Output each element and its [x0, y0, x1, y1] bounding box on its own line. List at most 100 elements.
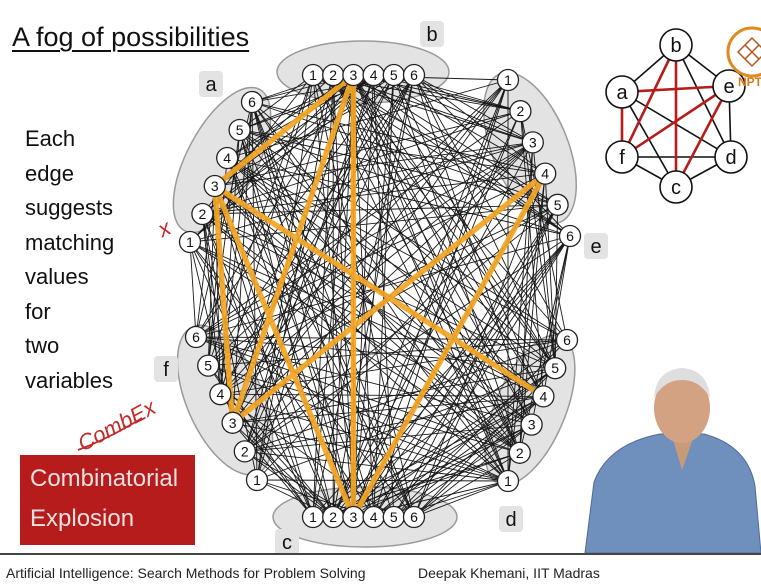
value-node-e-6 — [558, 224, 582, 248]
edge-e1-f5 — [207, 79, 509, 366]
solution-edge-b3-f3 — [229, 72, 357, 426]
edge-f3-d1 — [232, 422, 509, 482]
desc-word: values — [25, 264, 89, 289]
edge-c1-f3 — [232, 422, 314, 518]
edge-b3-d5 — [353, 74, 556, 369]
solution-edge-e4-f3 — [229, 170, 548, 426]
variable-label-box — [584, 233, 608, 259]
edge-b6-f5 — [207, 74, 415, 366]
edge-f5-d2 — [208, 365, 520, 454]
solution-edge-a3-d4 — [212, 183, 547, 400]
edge-e3-f6 — [195, 142, 534, 338]
box-line-2: Explosion — [30, 505, 135, 532]
value-node-label: 1 — [309, 67, 317, 83]
value-node-f-2 — [233, 440, 256, 463]
value-node-d-4 — [532, 385, 555, 408]
variable-label-a: a — [205, 74, 217, 96]
edge-d4-c4 — [373, 396, 544, 518]
edge-d4-c2 — [332, 396, 544, 518]
handwritten-underline — [77, 417, 143, 451]
value-node-label: 6 — [192, 329, 200, 345]
desc-word: two — [25, 333, 60, 358]
mini-edge-b-d — [675, 44, 732, 158]
edge-b6-d6 — [413, 74, 568, 341]
value-node-b-6 — [402, 63, 426, 87]
edge-b5-f4 — [220, 74, 395, 395]
edge-a5-c6 — [239, 129, 415, 518]
value-node-label: 1 — [504, 72, 512, 88]
value-node-label: 4 — [540, 388, 548, 404]
edge-f1-a2 — [201, 213, 258, 481]
mini-node-label: b — [670, 35, 681, 57]
value-node-f-4 — [209, 383, 232, 406]
edge-d3-c5 — [393, 424, 532, 518]
edge-f4-d1 — [220, 393, 509, 482]
value-node-label: 6 — [410, 509, 418, 525]
value-node-label: 4 — [370, 67, 378, 83]
slide-title: A fog of possibilities — [12, 22, 250, 52]
value-node-d-3 — [520, 413, 543, 436]
edge-a4-e6 — [227, 157, 571, 237]
edge-b6-f3 — [232, 74, 415, 424]
value-node-label: 5 — [204, 358, 212, 374]
edge-b3-d4 — [353, 74, 544, 397]
presenter-neck — [672, 436, 694, 470]
mini-node-label: a — [616, 82, 628, 104]
value-node-label: 2 — [329, 67, 337, 83]
mini-node-label: f — [619, 147, 625, 169]
value-node-label: 5 — [554, 197, 562, 213]
value-node-f-6 — [184, 325, 208, 349]
value-node-a-4 — [216, 146, 239, 170]
edge-f1-d1 — [256, 479, 509, 482]
edge-e1-c2 — [332, 79, 509, 518]
mini-node-f — [605, 140, 639, 174]
value-node-label: 2 — [199, 206, 207, 222]
edge-f2-d3 — [244, 424, 532, 452]
edge-e2-c3 — [352, 111, 521, 518]
edge-e3-f4 — [220, 142, 534, 395]
desc-word: Each — [25, 126, 76, 151]
edge-f5-d1 — [208, 365, 509, 482]
edge-b6-e3 — [413, 74, 534, 143]
edge-b6-c2 — [332, 74, 415, 518]
value-node-d-1 — [496, 469, 520, 493]
value-node-label: 2 — [516, 445, 524, 461]
edge-b3-c2 — [332, 74, 354, 518]
edge-b3-d3 — [352, 74, 533, 425]
value-node-label: 2 — [517, 103, 525, 119]
edge-e1-f4 — [220, 79, 509, 395]
value-node-label: 6 — [566, 228, 574, 244]
edge-a5-c3 — [239, 129, 354, 518]
edge-a5-d1 — [239, 129, 509, 482]
edge-b2-d4 — [332, 74, 544, 397]
edge-f6-d3 — [195, 336, 532, 426]
value-node-a-2 — [191, 202, 214, 226]
value-node-a-6 — [240, 90, 264, 114]
mini-node-label: d — [725, 147, 736, 169]
variable-label-c: c — [282, 532, 292, 554]
description-text: Each edge suggests matching values for t… — [25, 122, 114, 398]
edge-a6-d5 — [251, 101, 556, 369]
edge-d2-c6 — [413, 452, 521, 518]
solution-edge-a3-c3 — [212, 183, 357, 520]
edge-e3-f5 — [207, 142, 534, 366]
value-node-label: 3 — [229, 415, 237, 431]
desc-word: matching — [25, 229, 115, 255]
value-node-label: 4 — [223, 150, 231, 166]
variable-label-box — [420, 21, 444, 47]
edge-f3-d4 — [232, 395, 544, 424]
value-node-label: 3 — [350, 67, 358, 83]
footer-author: Deepak Khemani, IIT Madras — [418, 565, 600, 581]
edge-a5-e5 — [239, 129, 558, 206]
footer-course-title: Artificial Intelligence: Search Methods … — [6, 565, 366, 581]
mini-node-e — [712, 69, 746, 103]
value-node-label: 5 — [390, 67, 398, 83]
edge-f2-d4 — [244, 395, 544, 452]
variable-label-box — [154, 356, 178, 382]
edge-a3-c1 — [214, 185, 314, 518]
edge-d5-c3 — [353, 367, 556, 518]
value-node-d-2 — [508, 441, 531, 464]
mini-node-label: e — [723, 76, 734, 98]
edge-e6-c4 — [373, 235, 571, 518]
mini-node-d — [714, 140, 748, 174]
